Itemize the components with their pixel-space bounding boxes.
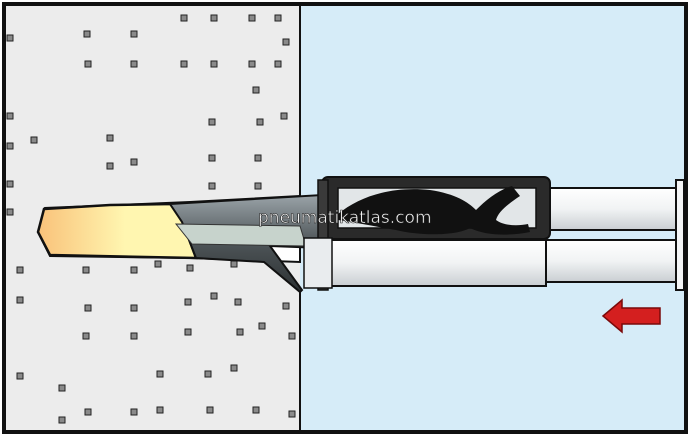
- aggregate-speck: [130, 408, 138, 416]
- aggregate-speck: [16, 296, 24, 304]
- aggregate-speck: [82, 332, 90, 340]
- aggregate-speck: [16, 266, 24, 274]
- aggregate-speck: [6, 208, 14, 216]
- aggregate-speck: [254, 154, 262, 162]
- watermark-text: pneumatikatlas.com: [258, 208, 432, 228]
- aggregate-speck: [82, 266, 90, 274]
- aggregate-speck: [130, 30, 138, 38]
- aggregate-speck: [84, 408, 92, 416]
- aggregate-speck: [58, 416, 66, 424]
- aggregate-speck: [254, 182, 262, 190]
- aggregate-speck: [258, 322, 266, 330]
- aggregate-speck: [248, 14, 256, 22]
- aggregate-speck: [252, 86, 260, 94]
- barrel-front-band: [317, 179, 329, 291]
- aggregate-speck: [130, 304, 138, 312]
- cartridge-collar: [303, 237, 333, 289]
- aggregate-speck: [180, 60, 188, 68]
- aggregate-speck: [130, 158, 138, 166]
- two-component-cartridge-icon: [329, 239, 547, 287]
- aggregate-speck: [274, 60, 282, 68]
- aggregate-speck: [58, 384, 66, 392]
- cartridge-piston-rod-lower: [544, 239, 682, 283]
- aggregate-speck: [184, 298, 192, 306]
- aggregate-speck: [184, 328, 192, 336]
- aggregate-speck: [208, 154, 216, 162]
- cartridge-end-plate: [675, 179, 685, 291]
- aggregate-speck: [274, 14, 282, 22]
- aggregate-speck: [208, 182, 216, 190]
- aggregate-speck: [280, 112, 288, 120]
- aggregate-speck: [130, 60, 138, 68]
- aggregate-speck: [256, 118, 264, 126]
- aggregate-speck: [288, 410, 296, 418]
- aggregate-speck: [282, 302, 290, 310]
- aggregate-speck: [6, 142, 14, 150]
- aggregate-speck: [106, 162, 114, 170]
- static-mixer-element: [338, 186, 530, 235]
- aggregate-speck: [6, 180, 14, 188]
- cartridge-piston-rod-upper: [544, 187, 682, 231]
- aggregate-speck: [252, 406, 260, 414]
- aggregate-speck: [230, 364, 238, 372]
- aggregate-speck: [180, 14, 188, 22]
- aggregate-speck: [210, 60, 218, 68]
- aggregate-speck: [206, 406, 214, 414]
- aggregate-speck: [234, 298, 242, 306]
- resin-filled-drillhole-icon: [36, 202, 198, 260]
- arrow-left-icon: [601, 298, 661, 334]
- aggregate-speck: [236, 328, 244, 336]
- aggregate-speck: [186, 264, 194, 272]
- aggregate-speck: [156, 406, 164, 414]
- aggregate-speck: [248, 60, 256, 68]
- aggregate-speck: [154, 260, 162, 268]
- aggregate-speck: [210, 292, 218, 300]
- aggregate-speck: [83, 30, 91, 38]
- aggregate-speck: [282, 38, 290, 46]
- aggregate-speck: [156, 370, 164, 378]
- aggregate-speck: [6, 34, 14, 42]
- aggregate-speck: [230, 260, 238, 268]
- aggregate-speck: [208, 118, 216, 126]
- concrete-aggregate-specks: [6, 14, 296, 424]
- aggregate-speck: [130, 332, 138, 340]
- aggregate-speck: [84, 304, 92, 312]
- aggregate-speck: [16, 372, 24, 380]
- aggregate-speck: [30, 136, 38, 144]
- aggregate-speck: [106, 134, 114, 142]
- aggregate-speck: [130, 266, 138, 274]
- aggregate-speck: [210, 14, 218, 22]
- aggregate-speck: [288, 332, 296, 340]
- aggregate-speck: [84, 60, 92, 68]
- aggregate-speck: [6, 112, 14, 120]
- aggregate-speck: [204, 370, 212, 378]
